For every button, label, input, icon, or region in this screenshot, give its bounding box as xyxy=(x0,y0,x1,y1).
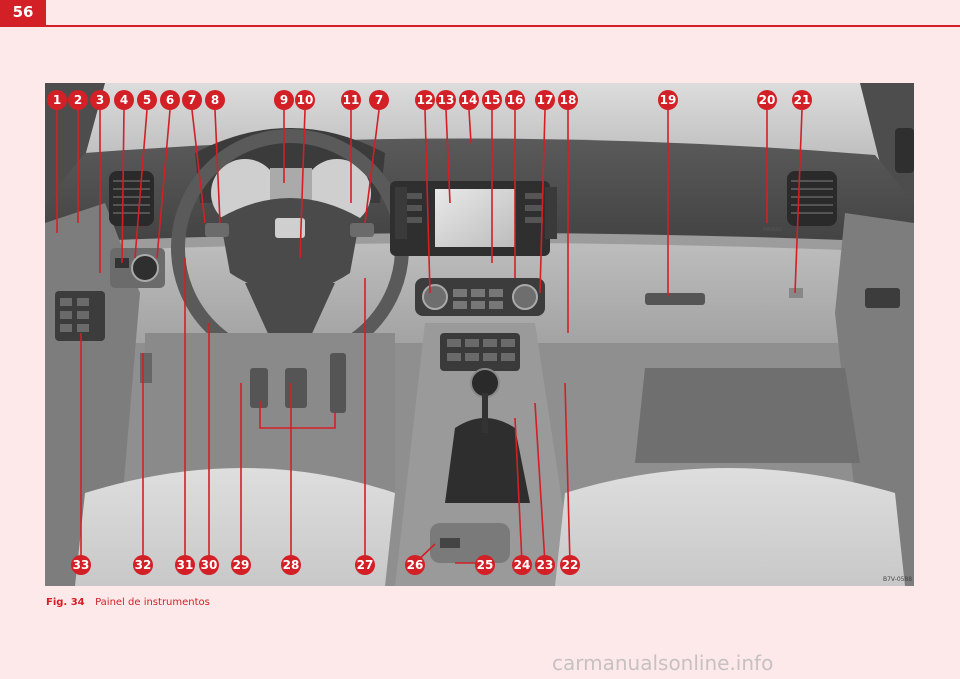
callout-number: 2 xyxy=(74,93,82,107)
callout-badge xyxy=(475,555,495,575)
footwell xyxy=(145,333,395,493)
callout-badge xyxy=(436,90,456,110)
callout-number: 21 xyxy=(794,93,811,107)
bonnet-release xyxy=(140,353,152,383)
caption-title: Painel de instrumentos xyxy=(95,597,210,608)
callout-badge xyxy=(482,90,502,110)
console-cupholders xyxy=(430,523,510,563)
callout-badge xyxy=(182,90,202,110)
callout-number: 18 xyxy=(560,93,577,107)
callout-badge xyxy=(535,555,555,575)
clutch-pedal xyxy=(250,368,268,408)
caption-label: Fig. 34 xyxy=(46,597,85,608)
callout-number: 19 xyxy=(660,93,677,107)
callout-badge xyxy=(175,555,195,575)
callout-badge xyxy=(274,90,294,110)
callout-badge xyxy=(205,90,225,110)
callout-number: 24 xyxy=(514,558,531,572)
callout-number: 8 xyxy=(211,93,219,107)
callout-number: 10 xyxy=(297,93,314,107)
callout-number: 31 xyxy=(177,558,194,572)
callout-number: 32 xyxy=(135,558,152,572)
left-air-vent xyxy=(109,171,154,226)
gear-knob xyxy=(470,368,500,398)
callout-badge xyxy=(355,555,375,575)
page-number: 56 xyxy=(0,0,46,25)
callout-badge xyxy=(369,90,389,110)
callout-badge xyxy=(560,555,580,575)
right-a-pillar xyxy=(860,83,914,213)
callout-badge xyxy=(160,90,180,110)
callout-badge xyxy=(231,555,251,575)
brake-pedal xyxy=(285,368,307,408)
dashboard-figure: AIRBAG xyxy=(45,83,914,586)
callout-badge xyxy=(71,555,91,575)
callout-number: 33 xyxy=(73,558,90,572)
callout-badge xyxy=(792,90,812,110)
glovebox-handle xyxy=(645,293,705,305)
callout-number: 16 xyxy=(507,93,524,107)
callout-number: 13 xyxy=(438,93,455,107)
callout-number: 7 xyxy=(375,93,383,107)
callout-badge xyxy=(505,90,525,110)
callout-badge xyxy=(295,90,315,110)
airbag-label: AIRBAG xyxy=(763,227,782,233)
right-window-switch xyxy=(865,288,900,308)
callout-number: 3 xyxy=(96,93,104,107)
header-rule xyxy=(0,25,960,27)
callout-badge xyxy=(341,90,361,110)
callout-badge xyxy=(47,90,67,110)
callout-number: 6 xyxy=(166,93,174,107)
callout-number: 28 xyxy=(283,558,300,572)
accelerator-pedal xyxy=(330,353,346,413)
callout-badge xyxy=(558,90,578,110)
callout-number: 1 xyxy=(53,93,61,107)
console-switch-panel xyxy=(440,333,520,371)
figure-caption: Fig. 34 Painel de instrumentos xyxy=(46,597,210,608)
callout-number: 17 xyxy=(537,93,554,107)
callout-badge xyxy=(658,90,678,110)
callout-badge xyxy=(68,90,88,110)
driver-seat xyxy=(75,468,395,586)
callout-number: 7 xyxy=(188,93,196,107)
callout-badge xyxy=(281,555,301,575)
callout-badge xyxy=(405,555,425,575)
right-air-vent xyxy=(787,171,837,226)
callout-badge xyxy=(512,555,532,575)
seat-logo xyxy=(275,218,305,238)
callout-badge xyxy=(757,90,777,110)
callout-number: 5 xyxy=(143,93,151,107)
callout-badge xyxy=(114,90,134,110)
steering-wheel-hub xyxy=(220,198,360,293)
callout-number: 30 xyxy=(201,558,218,572)
callout-number: 11 xyxy=(343,93,360,107)
callout-number: 9 xyxy=(280,93,288,107)
gear-boot xyxy=(445,418,530,503)
callout-number: 22 xyxy=(562,558,579,572)
callout-number: 20 xyxy=(759,93,776,107)
callout-badge xyxy=(137,90,157,110)
passenger-floor-mat xyxy=(635,368,860,463)
callout-badge xyxy=(133,555,153,575)
callout-number: 25 xyxy=(477,558,494,572)
callout-number: 27 xyxy=(357,558,374,572)
callout-badge xyxy=(199,555,219,575)
callout-number: 23 xyxy=(537,558,554,572)
callout-badge xyxy=(459,90,479,110)
callout-number: 12 xyxy=(417,93,434,107)
figure-code: B7V-0588 xyxy=(883,576,912,583)
callout-number: 29 xyxy=(233,558,250,572)
callout-badge xyxy=(90,90,110,110)
callout-badge xyxy=(415,90,435,110)
callout-number: 14 xyxy=(461,93,478,107)
callout-number: 4 xyxy=(120,93,128,107)
callout-badge xyxy=(535,90,555,110)
callout-number: 26 xyxy=(407,558,424,572)
watermark: carmanualsonline.info xyxy=(552,651,774,675)
infotainment-screen xyxy=(435,189,515,247)
passenger-seat xyxy=(555,468,905,586)
callout-number: 15 xyxy=(484,93,501,107)
